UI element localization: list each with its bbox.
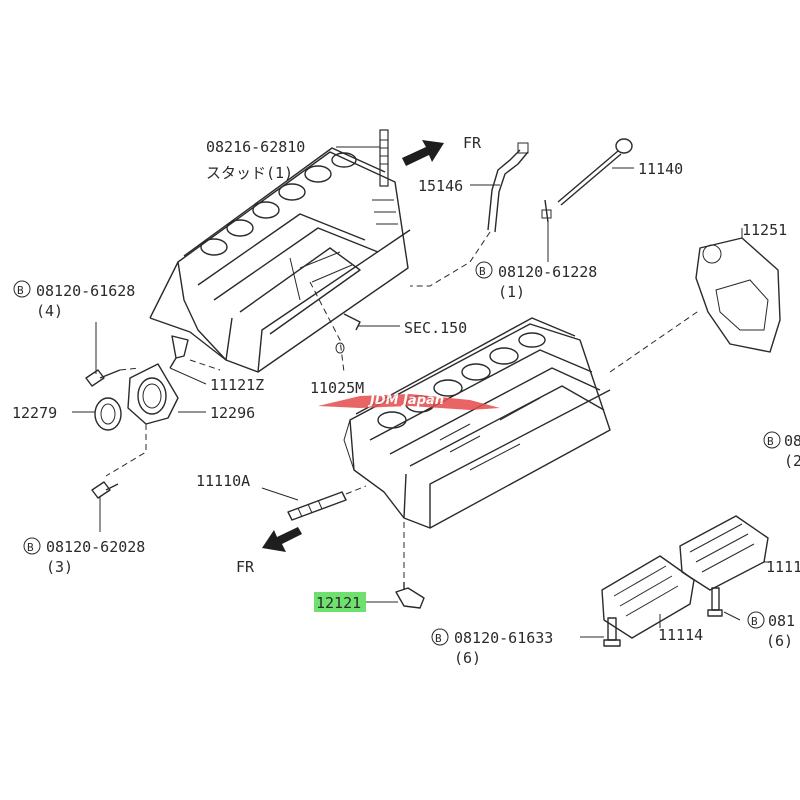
bolt-08120-61628 (85, 369, 121, 387)
bolt-symbol-icon (23, 537, 41, 555)
svg-text:B: B (767, 435, 774, 448)
bolt-symbol-icon (431, 628, 449, 646)
svg-text:JDM Japan: JDM Japan (367, 393, 444, 408)
label-08-qty-truncated: (2 (784, 452, 800, 470)
label-sec150: SEC.150 (404, 319, 467, 337)
label-12279: 12279 (12, 404, 57, 422)
cover-11114-rear (679, 515, 769, 591)
knock-sensor-12121 (395, 582, 425, 609)
label-081-truncated: 081 (768, 612, 795, 630)
label-11114: 11114 (658, 626, 703, 644)
label-11140: 11140 (638, 160, 683, 178)
fr-arrow-bottom-icon (262, 527, 302, 552)
svg-text:B: B (751, 615, 758, 628)
label-081-qty-truncated: (6) (766, 632, 793, 650)
svg-text:B: B (479, 265, 486, 278)
label-12121: 12121 (316, 594, 361, 612)
label-11251: 11251 (742, 221, 787, 239)
label-08120-61633-qty: (6) (454, 649, 481, 667)
bolt-08120-61633 (603, 617, 621, 647)
label-08120-62028-qty: (3) (46, 558, 73, 576)
svg-text:B: B (27, 541, 34, 554)
label-08-truncated: 08 (784, 432, 800, 450)
svg-text:B: B (435, 632, 442, 645)
rear-oil-seal-12279 (94, 397, 122, 431)
label-08120-61228-qty: (1) (498, 283, 525, 301)
oil-jet-11025M (335, 313, 361, 354)
label-fr-bottom: FR (236, 558, 255, 576)
bolt-symbol-icon (475, 261, 493, 279)
label-11025m: 11025M (310, 379, 364, 397)
part-highlight (314, 592, 366, 612)
dowel-pin-11121Z (169, 335, 189, 369)
label-fr-top: FR (463, 134, 482, 152)
svg-text:B: B (17, 284, 24, 297)
bolt-right-truncated (707, 587, 723, 617)
label-08120-62028: 08120-62028 (46, 538, 145, 556)
bolt-08120-62028 (91, 481, 119, 499)
label-08120-61228: 08120-61228 (498, 263, 597, 281)
label-1111-truncated: 1111 (766, 558, 800, 576)
stud-08216-62810 (379, 129, 389, 187)
fr-arrow-top-icon (402, 140, 444, 166)
lower-cylinder-block (343, 317, 611, 529)
cover-11114-front (601, 555, 695, 639)
upper-cylinder-block (149, 147, 411, 373)
bolt-symbol-icon (13, 280, 31, 298)
dipstick-11140 (557, 138, 633, 206)
rear-plate-11251 (695, 237, 781, 353)
label-11110a: 11110A (196, 472, 250, 490)
watermark-logo: JDM Japan (318, 393, 500, 410)
label-08120-61628: 08120-61628 (36, 282, 135, 300)
label-12296: 12296 (210, 404, 255, 422)
rear-oil-seal-retainer-12296 (127, 363, 179, 425)
label-08120-61628-qty: (4) (36, 302, 63, 320)
bolt-symbol-icon (763, 431, 781, 449)
dipstick-guide-15146 (487, 142, 552, 233)
label-stud-08216-62810: 08216-62810 (206, 138, 305, 156)
label-15146: 15146 (418, 177, 463, 195)
stud-11110A (287, 491, 347, 521)
bolt-symbol-icon (747, 611, 765, 629)
label-08120-61633: 08120-61633 (454, 629, 553, 647)
label-stud-jp: スタッド(1) (206, 164, 293, 182)
label-11121z: 11121Z (210, 376, 264, 394)
